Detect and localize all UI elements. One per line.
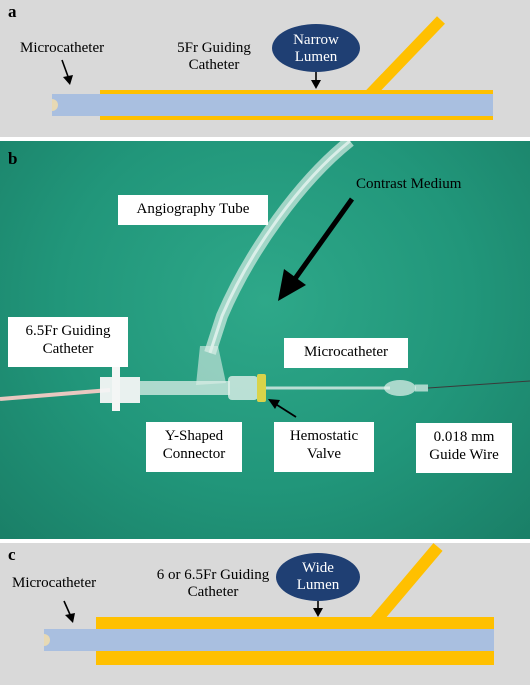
side-branch-c — [367, 543, 443, 629]
lumen-label-line1-c: Wide — [302, 560, 334, 576]
hemostatic-valve-label: Hemostatic Valve — [274, 422, 374, 472]
contrast-medium-label: Contrast Medium — [356, 176, 462, 192]
valve-arrow — [273, 402, 297, 418]
hub-wing — [112, 367, 120, 411]
lumen-oval-c — [276, 553, 360, 601]
guiding-catheter-label-c: 6 or 6.5Fr Guiding Catheter — [148, 567, 278, 601]
panel-letter-a: a — [8, 2, 17, 21]
y-connector-label: Y-Shaped Connector — [146, 422, 242, 472]
panel-c-drawing — [44, 543, 494, 665]
guiding-catheter-label-a: 5Fr Guiding Catheter — [164, 40, 264, 74]
panel-letter-b: b — [8, 149, 18, 168]
lumen-arrowhead-c — [313, 608, 323, 617]
microcatheter-arrowhead-c — [65, 613, 75, 623]
lumen-label-line1-a: Narrow — [293, 32, 339, 48]
valve-housing — [228, 376, 258, 400]
guiding-label-line2-b: Catheter — [42, 341, 94, 357]
hemostatic-valve-knob — [257, 374, 266, 402]
panel-c: c Microcatheter 6 or 6.5Fr Guiding Cathe… — [0, 543, 530, 685]
guiding-label-line1-a: 5Fr Guiding — [177, 40, 251, 56]
microcatheter-label-c: Microcatheter — [12, 575, 97, 591]
y-connector-body — [140, 381, 230, 395]
guiding-label-line2-c: Catheter — [187, 584, 239, 600]
guide-wire — [427, 380, 530, 389]
microcatheter-label-b: Microcatheter — [284, 338, 408, 368]
y-connector-line2: Connector — [162, 446, 226, 462]
lumen-oval-a — [272, 24, 360, 72]
microcatheter-tip-c — [44, 634, 50, 646]
guiding-label-line1-c: 6 or 6.5Fr Guiding — [156, 567, 270, 583]
narrow-lumen-label: Narrow Lumen — [272, 32, 360, 66]
panel-a: a Microcatheter 5Fr Guiding Catheter Nar… — [0, 0, 530, 137]
microcatheter-tip-a — [52, 99, 58, 111]
y-connector-line1: Y-Shaped — [164, 428, 224, 444]
valve-line2: Valve — [306, 446, 342, 462]
angiography-tube — [204, 141, 354, 355]
microcatheter-arrowhead-a — [63, 75, 73, 85]
wire-line2: Guide Wire — [429, 447, 499, 463]
guiding-catheter-label-b: 6.5Fr Guiding Catheter — [8, 317, 128, 367]
y-connector-branch — [196, 346, 226, 385]
panel-b-photo: b Angiography Tube Contrast Medium 6.5Fr… — [0, 141, 530, 539]
valve-arrowhead — [268, 399, 280, 409]
contrast-arrowhead — [278, 269, 306, 301]
microcatheter-label-a: Microcatheter — [20, 40, 105, 56]
guide-wire-label: 0.018 mm Guide Wire — [416, 423, 512, 473]
lumen-arrowhead-a — [311, 80, 321, 89]
wire-line1: 0.018 mm — [433, 429, 495, 445]
contrast-arrow — [289, 197, 355, 285]
wide-lumen-label: Wide Lumen — [276, 560, 360, 594]
panel-b-drawing — [0, 141, 530, 418]
guiding-label-line1-b: 6.5Fr Guiding — [25, 323, 111, 339]
lumen-label-line2-c: Lumen — [296, 577, 340, 593]
microcatheter-c — [44, 629, 494, 651]
angiography-tube-edge — [208, 141, 351, 354]
panel-a-drawing — [52, 16, 493, 120]
guiding-label-line2-a: Catheter — [188, 57, 240, 73]
angiography-tube-label: Angiography Tube — [118, 195, 268, 225]
microcatheter-hub-b — [384, 380, 416, 396]
lumen-label-line2-a: Lumen — [294, 49, 338, 65]
guiding-catheter-b — [0, 388, 111, 401]
panel-letter-c: c — [8, 545, 16, 564]
valve-line1: Hemostatic — [289, 428, 359, 444]
side-branch-a — [366, 16, 445, 98]
microcatheter-a — [52, 94, 493, 116]
